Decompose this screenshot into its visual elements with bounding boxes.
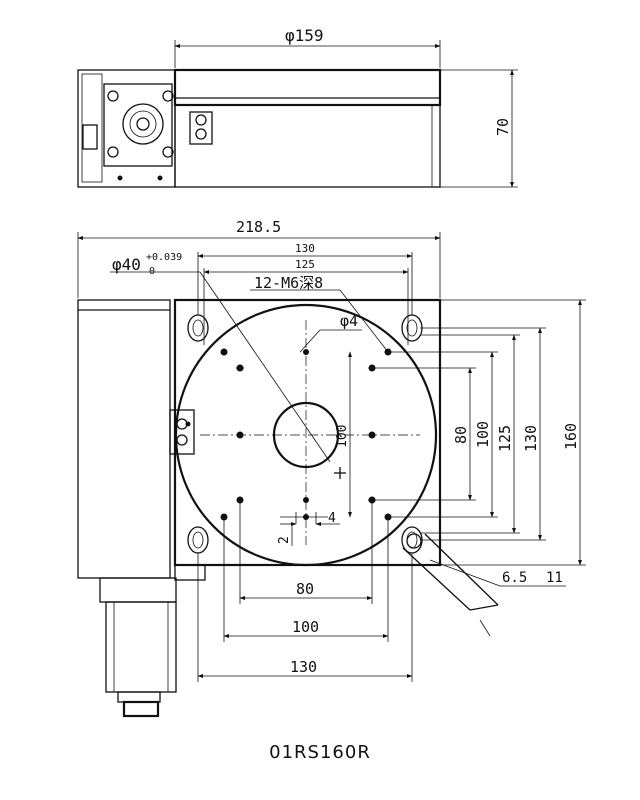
dim-slot-2: 2: [277, 536, 292, 544]
dim-bore-tol-lower: 0: [149, 266, 155, 277]
dim-top-height: 70: [494, 118, 512, 136]
cable-exit: [402, 533, 499, 637]
dim-bottom-80: 80: [296, 580, 314, 598]
dim-right-80: 80: [452, 426, 470, 444]
dim-overall-width: 218.5: [236, 218, 281, 236]
dim-bore: φ40: [112, 255, 141, 274]
thread-note: 12-M6深8: [254, 274, 323, 292]
dim-right-125: 125: [496, 425, 514, 452]
dim-bore-tol-upper: +0.039: [146, 252, 182, 263]
dim-slot-4: 4: [328, 511, 336, 526]
dim-right-100: 100: [474, 421, 492, 448]
dim-right-160: 160: [562, 423, 580, 450]
dim-bottom-100: 100: [292, 618, 319, 636]
plan-view: 218.5 130 125 φ40 +0.039 0 12-M6深8 φ4 10…: [77, 218, 586, 718]
dim-top-width: φ159: [285, 26, 324, 45]
dim-slot-6-5: 6.5: [502, 570, 527, 586]
top-view: φ159 70: [77, 26, 518, 188]
dim-bottom-130: 130: [290, 658, 317, 676]
dim-top-130: 130: [295, 242, 315, 255]
dim-pcd-100: 100: [335, 425, 350, 448]
dim-right-130: 130: [522, 425, 540, 452]
dim-pin: φ4: [340, 312, 358, 330]
dim-top-125: 125: [295, 258, 315, 271]
threaded-holes: [185, 348, 392, 521]
model-label: 01RS160R: [269, 742, 371, 763]
dim-slot-11: 11: [546, 570, 563, 586]
